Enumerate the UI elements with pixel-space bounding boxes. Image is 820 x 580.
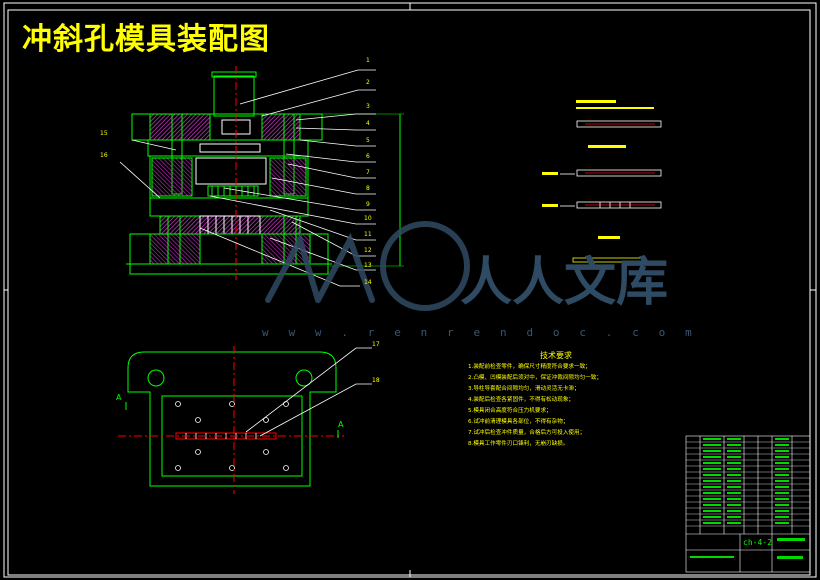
bom-fill [690,438,805,559]
callout-2: 2 [366,79,370,86]
callout-12: 12 [364,247,372,254]
callout-8: 8 [366,185,370,192]
callout-16: 16 [100,152,108,159]
callout-7: 7 [366,169,370,176]
section-view [126,66,404,280]
strip-layout [542,100,654,263]
border-ticks [4,3,816,577]
watermark-logo [265,221,470,311]
note-item: 4.装配后检查各紧固件，不得有松动现象； [468,397,575,403]
note-item: 1.装配前检查零件，确保尺寸精度符合要求一致； [468,364,591,370]
callout-1: 1 [366,57,370,64]
outer-border [3,2,817,578]
plan-view [118,346,372,494]
note-item: 2.凸模、凹模装配后须对中，保证冲裁间隙均匀一致； [468,375,602,381]
callout-4: 4 [366,120,370,127]
notes-list: 1.装配前检查零件，确保尺寸精度符合要求一致； 2.凸模、凹模装配后须对中，保证… [468,362,602,450]
note-item: 6.试冲前清理模具各部位，不得有杂物； [468,419,569,425]
note-item: 7.试冲后检查冲件质量，合格后方可投入使用； [468,430,586,436]
note-item: 3.导柱导套配合间隙均匀，滑动灵活无卡滞； [468,386,580,392]
part-sketches [560,120,662,209]
notes-title: 技术要求 [540,351,572,360]
drawing-title: 冲斜孔模具装配图 [22,22,270,57]
note-item: 8.模具工作零件刃口锋利，无崩刃缺损。 [468,441,569,447]
callout-9: 9 [366,201,370,208]
watermark-text: 人人文库 [460,253,669,313]
callout-11: 11 [364,231,372,238]
sheet-code: ch-4-2 [743,538,772,547]
watermark-url: w w w . r e n r e n d o c . c o m [262,326,699,339]
callout-6: 6 [366,153,370,160]
callout-18: 18 [372,377,380,384]
callout-5: 5 [366,137,370,144]
callout-10: 10 [364,215,372,222]
section-mark-right: A [338,420,344,429]
callout-15: 15 [100,130,108,137]
callout-3: 3 [366,103,370,110]
bom-table [685,435,811,573]
note-item: 5.模具闭合高度符合压力机要求； [468,408,552,414]
bom-rows [686,441,810,527]
callout-14: 14 [364,279,372,286]
inner-border [7,9,811,576]
section-mark-left: A [116,393,122,402]
callout-13: 13 [364,262,372,269]
callout-17: 17 [372,341,380,348]
